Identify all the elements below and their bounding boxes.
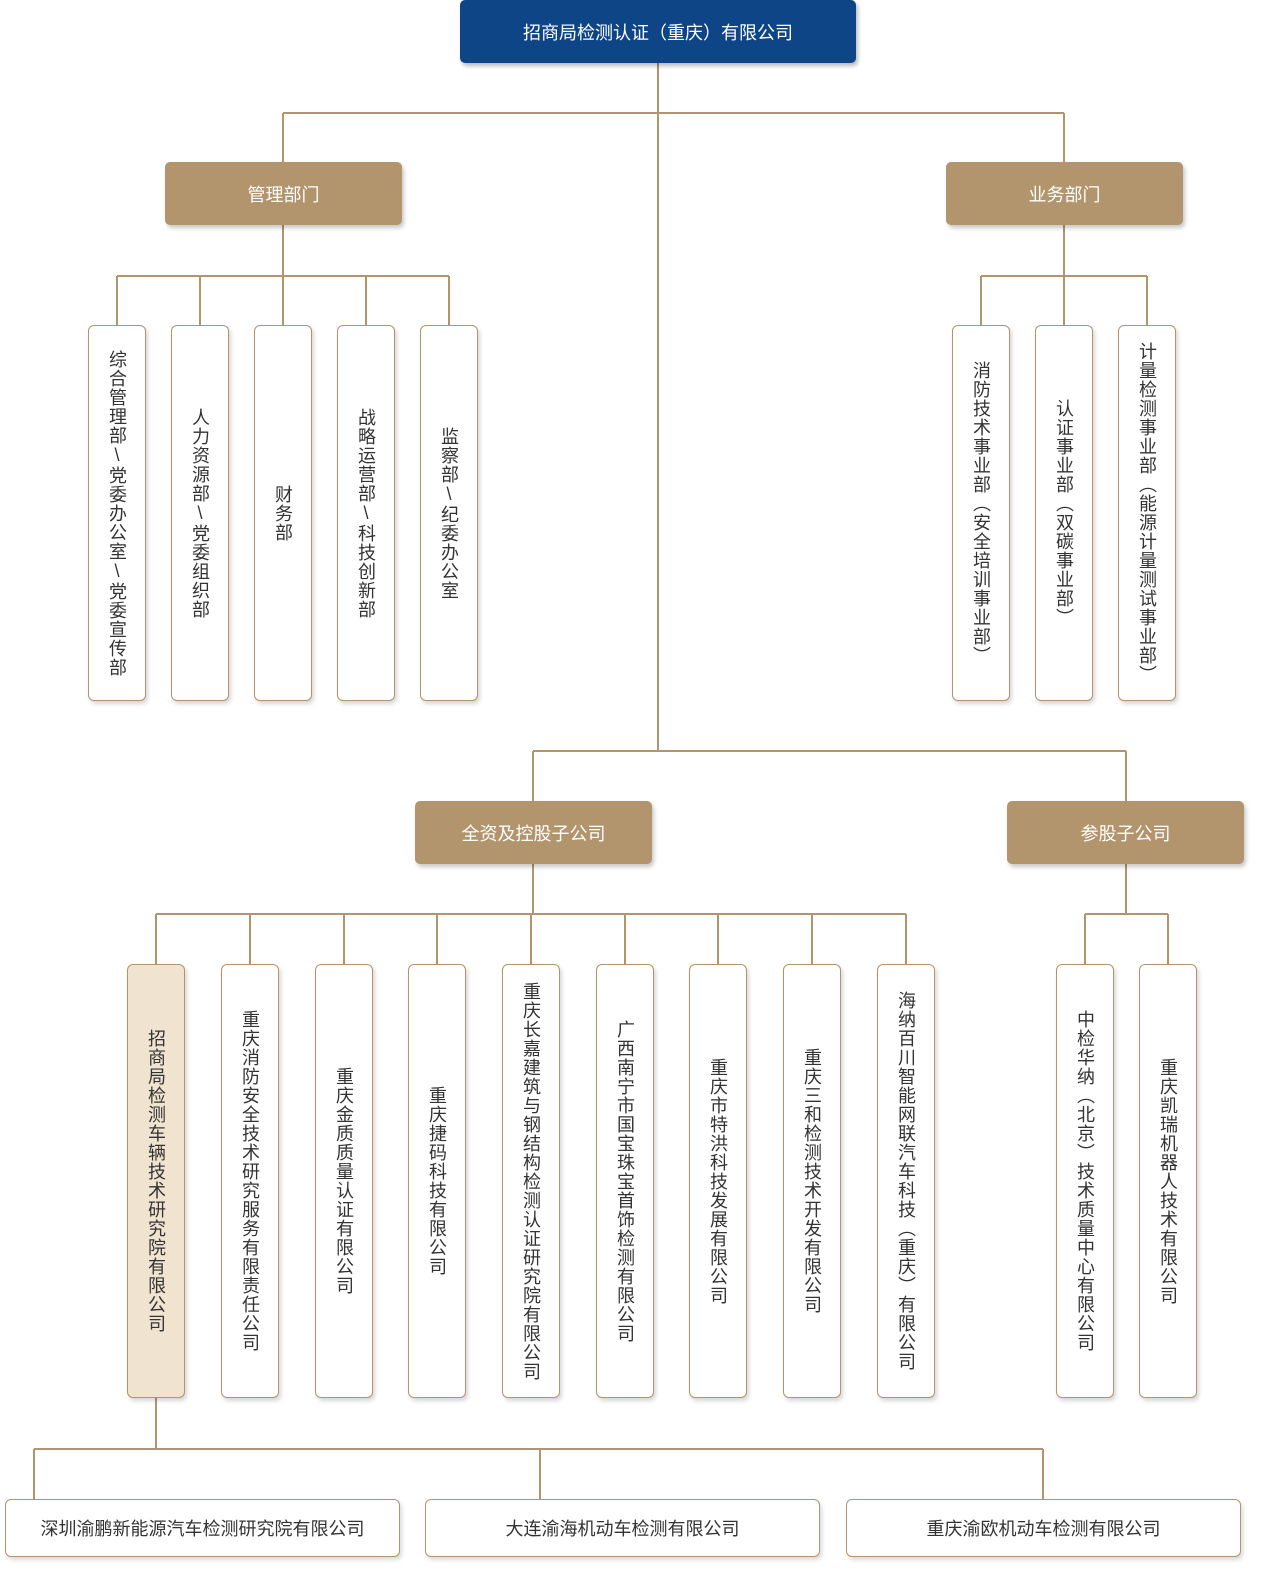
management-dept-2: 人力资源部\党委组织部 [171, 325, 229, 701]
business-dept-label: 消防技术事业部（安全培训事业部） [971, 361, 991, 665]
vehicle-institute-child-label: 深圳渝鹏新能源汽车检测研究院有限公司 [40, 1519, 365, 1539]
business-dept-2: 认证事业部（双碳事业部） [1035, 325, 1093, 701]
subsidiary-label: 重庆长嘉建筑与钢结构检测认证研究院有限公司 [521, 981, 541, 1381]
subsidiary-2: 重庆消防安全技术研究服务有限责任公司 [221, 964, 279, 1398]
management-dept-label: 战略运营部\科技创新部 [356, 407, 376, 619]
subsidiaries-header: 全资及控股子公司 [415, 801, 652, 864]
vehicle-institute-child-label: 重庆渝欧机动车检测有限公司 [926, 1519, 1161, 1539]
subsidiary-label: 重庆捷码科技有限公司 [427, 1086, 447, 1276]
vehicle-institute-child-1: 深圳渝鹏新能源汽车检测研究院有限公司 [5, 1499, 400, 1557]
management-dept-5: 监察部\纪委办公室 [420, 325, 478, 701]
subsidiary-6: 广西南宁市国宝珠宝首饰检测有限公司 [596, 964, 654, 1398]
vehicle-institute-child-label: 大连渝海机动车检测有限公司 [505, 1519, 740, 1539]
management-dept-label: 监察部\纪委办公室 [439, 426, 459, 600]
subsidiary-7: 重庆市特洪科技发展有限公司 [689, 964, 747, 1398]
subsidiary-9: 海纳百川智能网联汽车科技（重庆）有限公司 [877, 964, 935, 1398]
management-dept-3: 财务部 [254, 325, 312, 701]
affiliates-header: 参股子公司 [1007, 801, 1244, 864]
root-node: 招商局检测认证（重庆）有限公司 [460, 0, 856, 63]
vehicle-institute-child-2: 大连渝海机动车检测有限公司 [425, 1499, 820, 1557]
subsidiary-3: 重庆金质质量认证有限公司 [315, 964, 373, 1398]
subsidiary-8: 重庆三和检测技术开发有限公司 [783, 964, 841, 1398]
affiliate-label: 中检华纳（北京）技术质量中心有限公司 [1075, 1010, 1095, 1352]
business-dept-label: 认证事业部（双碳事业部） [1054, 399, 1074, 627]
management-dept-label: 财务部 [273, 484, 293, 542]
management-dept-label: 人力资源部\党委组织部 [190, 407, 210, 619]
subsidiary-label: 广西南宁市国宝珠宝首饰检测有限公司 [615, 1019, 635, 1343]
management-dept-1: 综合管理部\党委办公室\党委宣传部 [88, 325, 146, 701]
management-header: 管理部门 [165, 162, 402, 225]
subsidiary-label: 重庆金质质量认证有限公司 [334, 1067, 354, 1295]
affiliate-2: 重庆凯瑞机器人技术有限公司 [1139, 964, 1197, 1398]
subsidiary-label: 重庆三和检测技术开发有限公司 [802, 1048, 822, 1314]
subsidiary-4: 重庆捷码科技有限公司 [408, 964, 466, 1398]
subsidiary-label: 重庆市特洪科技发展有限公司 [708, 1057, 728, 1305]
subsidiary-5: 重庆长嘉建筑与钢结构检测认证研究院有限公司 [502, 964, 560, 1398]
management-label: 管理部门 [247, 184, 320, 205]
business-label: 业务部门 [1028, 184, 1101, 205]
management-dept-label: 综合管理部\党委办公室\党委宣传部 [107, 349, 127, 677]
management-dept-4: 战略运营部\科技创新部 [337, 325, 395, 701]
business-dept-1: 消防技术事业部（安全培训事业部） [952, 325, 1010, 701]
root-label: 招商局检测认证（重庆）有限公司 [523, 22, 793, 43]
business-dept-3: 计量检测事业部（能源计量测试事业部） [1118, 325, 1176, 701]
affiliates-label: 参股子公司 [1080, 823, 1171, 844]
subsidiary-label: 海纳百川智能网联汽车科技（重庆）有限公司 [896, 991, 916, 1371]
subsidiary-label: 招商局检测车辆技术研究院有限公司 [146, 1029, 166, 1333]
vehicle-institute-child-3: 重庆渝欧机动车检测有限公司 [846, 1499, 1241, 1557]
subsidiary-label: 重庆消防安全技术研究服务有限责任公司 [240, 1010, 260, 1352]
subsidiaries-label: 全资及控股子公司 [461, 823, 606, 844]
subsidiary-1: 招商局检测车辆技术研究院有限公司 [127, 964, 185, 1398]
affiliate-1: 中检华纳（北京）技术质量中心有限公司 [1056, 964, 1114, 1398]
business-header: 业务部门 [946, 162, 1183, 225]
business-dept-label: 计量检测事业部（能源计量测试事业部） [1137, 342, 1157, 684]
affiliate-label: 重庆凯瑞机器人技术有限公司 [1158, 1057, 1178, 1305]
